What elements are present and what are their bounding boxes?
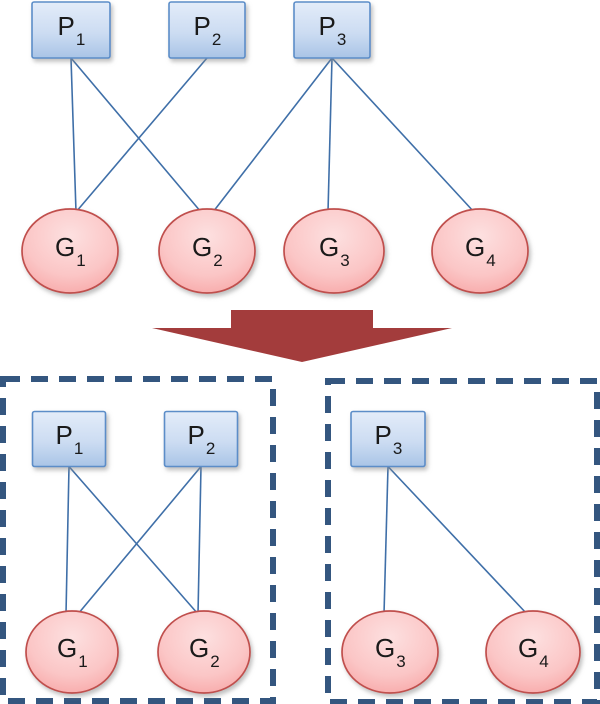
top-group-node-g3[interactable]	[283, 208, 385, 294]
partition-right-group-node-g4[interactable]	[485, 610, 581, 694]
partition-left-group-node-g2[interactable]	[157, 610, 251, 694]
edge-lines-group	[65, 57, 528, 615]
partition-right-edge-p3-g4[interactable]	[387, 465, 528, 615]
partition-left-provider-node-p2[interactable]	[163, 410, 239, 468]
partition-left-provider-node-p1[interactable]	[31, 410, 107, 468]
top-edge-p3-g3[interactable]	[327, 57, 333, 213]
partition-boxes-group	[0, 376, 600, 704]
top-edge-p3-g2[interactable]	[212, 57, 333, 213]
top-provider-node-p2[interactable]	[168, 1, 246, 59]
top-provider-node-p3[interactable]	[293, 1, 371, 59]
top-group-node-g2[interactable]	[158, 208, 256, 294]
top-edge-p3-g4[interactable]	[331, 57, 475, 213]
transform-arrow-group	[152, 310, 452, 362]
partition-left-dashed-border[interactable]	[0, 376, 276, 704]
partition-right-dashed-border[interactable]	[325, 378, 600, 704]
partition-left-group-node-g1[interactable]	[25, 610, 119, 694]
partition-left-edge-p2-g1[interactable]	[77, 465, 202, 615]
partition-left-edge-p1-g1[interactable]	[65, 466, 70, 615]
partition-right-provider-node-p3[interactable]	[350, 410, 426, 468]
top-group-node-g1[interactable]	[21, 208, 119, 294]
partition-right-edge-p3-g3[interactable]	[383, 466, 389, 615]
top-group-node-g4[interactable]	[431, 208, 529, 294]
top-provider-node-p1[interactable]	[31, 1, 111, 59]
top-edge-p2-g1[interactable]	[75, 57, 208, 213]
top-edge-p1-g1[interactable]	[70, 57, 77, 213]
top-edge-p1-g2[interactable]	[70, 57, 202, 213]
partition-right-group-node-g3[interactable]	[341, 610, 439, 694]
partition-left-edge-p2-g2[interactable]	[197, 466, 202, 615]
down-arrow	[152, 310, 452, 362]
partition-left-edge-p1-g2[interactable]	[68, 465, 199, 615]
nodes-group	[21, 1, 581, 694]
